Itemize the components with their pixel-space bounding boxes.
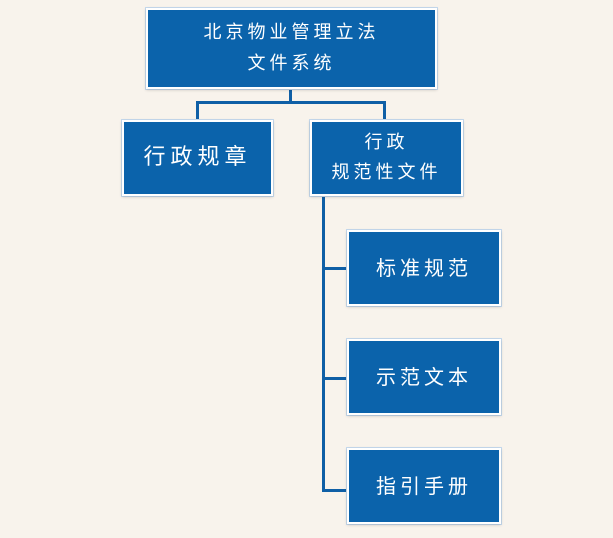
normative-documents-label: 行政 规范性文件 <box>331 132 442 183</box>
normative-documents-node: 行政 规范性文件 <box>310 120 463 196</box>
guides-label: 指引手册 <box>376 474 472 498</box>
root-node-label: 北京物业管理立法 文件系统 <box>203 21 380 74</box>
connector-to-normative-documents <box>383 101 386 120</box>
connector-to-standards <box>322 267 347 270</box>
connector-normative-trunk <box>322 196 325 492</box>
connector-to-guides <box>322 489 347 492</box>
connector-top-branch <box>196 101 386 104</box>
connector-to-regulations <box>196 101 199 120</box>
administrative-regulations-node: 行政规章 <box>122 120 273 196</box>
administrative-regulations-label: 行政规章 <box>143 144 252 170</box>
connector-to-model-texts <box>322 377 347 380</box>
standards-label: 标准规范 <box>376 256 472 280</box>
model-texts-node: 示范文本 <box>347 339 501 415</box>
model-texts-label: 示范文本 <box>376 365 472 389</box>
connector-root-stem <box>289 89 292 104</box>
standards-node: 标准规范 <box>347 230 501 306</box>
guides-node: 指引手册 <box>347 448 501 524</box>
root-node: 北京物业管理立法 文件系统 <box>146 8 437 89</box>
